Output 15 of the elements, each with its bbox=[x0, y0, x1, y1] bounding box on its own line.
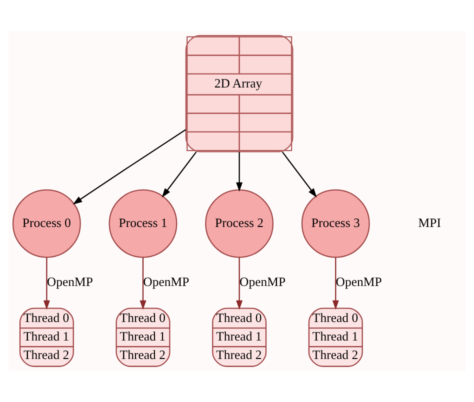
edge-label: OpenMP bbox=[46, 275, 93, 290]
arrow bbox=[236, 152, 243, 192]
arrow bbox=[72, 129, 186, 204]
label: MPI bbox=[418, 216, 441, 230]
arrow bbox=[332, 257, 339, 310]
node-circle: Process 0 bbox=[12, 189, 81, 258]
arrow bbox=[140, 257, 146, 310]
edge-label: OpenMP bbox=[240, 275, 286, 290]
arrow bbox=[43, 257, 50, 310]
arrow bbox=[282, 152, 317, 198]
arrow bbox=[236, 257, 243, 310]
edge-label: OpenMP bbox=[336, 275, 382, 290]
node-circle: Process 2 bbox=[205, 189, 274, 258]
arrow bbox=[162, 152, 197, 198]
edge-label: OpenMP bbox=[143, 275, 190, 290]
